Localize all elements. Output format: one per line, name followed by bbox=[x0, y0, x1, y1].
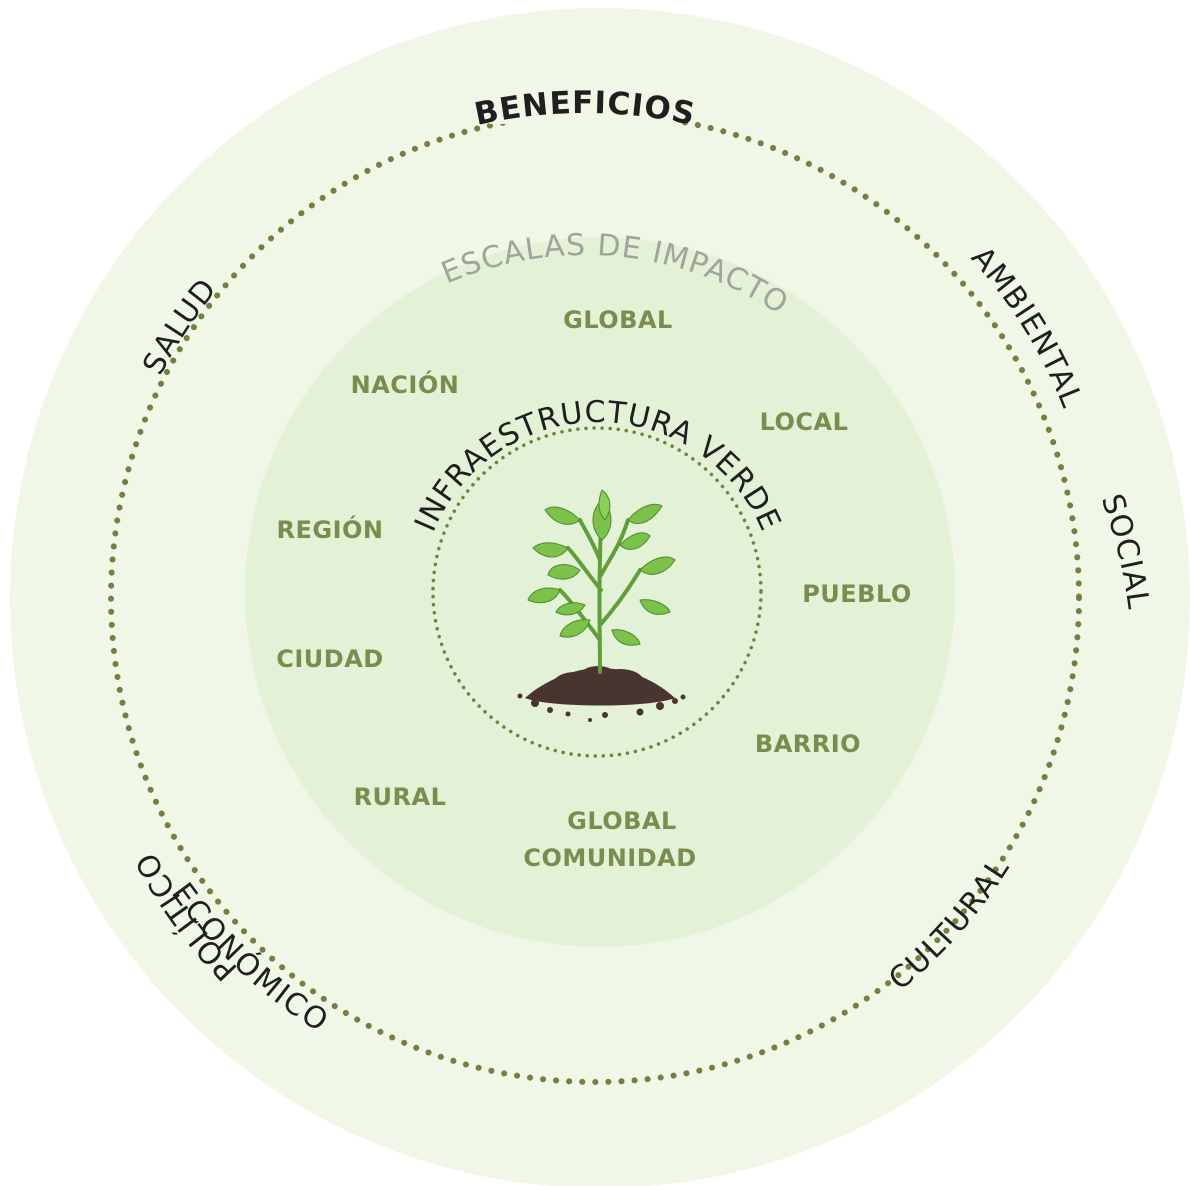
scale-comunidad: COMUNIDAD bbox=[523, 844, 696, 872]
soil-mound bbox=[517, 666, 686, 722]
sprouting-plant-icon bbox=[517, 489, 686, 722]
ring-label-masks bbox=[485, 80, 685, 124]
scale-nacion: NACIÓN bbox=[351, 369, 460, 399]
scale-ciudad: CIUDAD bbox=[276, 645, 383, 673]
scale-local: LOCAL bbox=[760, 408, 849, 436]
scale-global-bottom: GLOBAL bbox=[567, 807, 677, 835]
scale-global-top: GLOBAL bbox=[563, 306, 673, 334]
plant-leaves bbox=[527, 489, 676, 646]
scale-region: REGIÓN bbox=[277, 514, 384, 544]
center-dotted-ring bbox=[431, 426, 763, 758]
scale-pueblo: PUEBLO bbox=[802, 580, 912, 608]
scale-rural: RURAL bbox=[354, 783, 447, 811]
scale-barrio: BARRIO bbox=[755, 730, 861, 758]
